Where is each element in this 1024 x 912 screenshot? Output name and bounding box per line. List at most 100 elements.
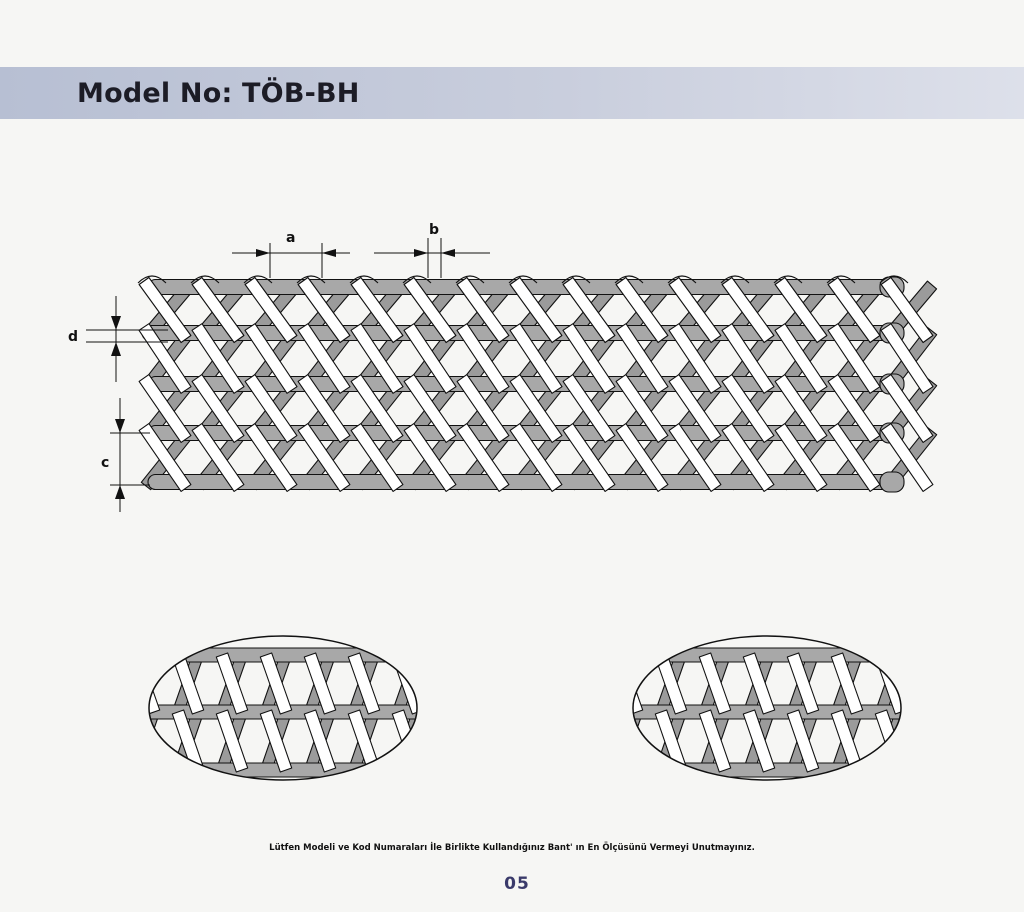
wire-strip — [215, 709, 249, 773]
wire-strip — [297, 423, 351, 492]
wire-strip — [403, 423, 457, 492]
wire-strip — [297, 374, 351, 443]
top-loop — [614, 275, 644, 284]
wire-strip — [568, 653, 598, 714]
wire-strip — [303, 652, 337, 715]
wire-strip — [509, 276, 563, 344]
wire-strip — [668, 323, 722, 394]
wire-strip — [259, 652, 293, 715]
detail-right-outline — [632, 635, 902, 781]
dimension-a: a — [232, 230, 350, 278]
wire-strip — [774, 276, 828, 344]
wire-strip — [84, 710, 115, 772]
wire-strip — [919, 653, 950, 714]
wire-strip — [509, 323, 563, 394]
top-loop — [773, 275, 803, 284]
wire-strip — [297, 323, 351, 394]
wire-strip — [920, 653, 950, 714]
wire-strip — [191, 374, 245, 443]
detail-right-mesh — [567, 647, 950, 778]
wire-strip — [880, 276, 934, 344]
top-loop — [455, 275, 485, 284]
wire-strip — [509, 423, 563, 492]
wire-strip — [774, 374, 828, 443]
label-d: d — [68, 329, 78, 345]
wire-strip — [721, 323, 775, 394]
top-loop — [879, 275, 909, 284]
top-loop — [190, 275, 220, 284]
wire-strip — [456, 423, 510, 492]
rod-hook — [879, 471, 905, 493]
wire-strip — [85, 653, 115, 714]
wire-strip — [436, 653, 467, 714]
title-band — [0, 67, 1024, 119]
top-loop — [720, 275, 750, 284]
top-loop — [243, 275, 273, 284]
wire-strip — [827, 276, 881, 344]
wire-strip — [149, 652, 161, 715]
wire-strip — [244, 323, 298, 394]
dimension-c: c — [101, 398, 150, 512]
wire-strip — [84, 653, 115, 714]
wire-strip — [774, 323, 828, 394]
wire-strip — [456, 374, 510, 443]
wire-strip — [698, 709, 732, 773]
wire-strip — [456, 276, 510, 344]
wire-strip — [350, 276, 404, 344]
wire-strip — [668, 423, 722, 492]
wire-strip — [437, 710, 467, 772]
wire-strip — [721, 423, 775, 492]
belt-mesh-drawing — [137, 275, 938, 493]
wire-strip — [244, 423, 298, 492]
wire-strip — [456, 323, 510, 394]
wire-strip — [786, 652, 820, 715]
top-loop — [508, 275, 538, 284]
wire-strip — [698, 652, 732, 715]
wire-strip — [880, 323, 934, 394]
wire-strip — [827, 323, 881, 394]
page-title: Model No: TÖB-BH — [77, 78, 360, 109]
wire-strip — [244, 374, 298, 443]
wire-strip — [920, 710, 950, 772]
wire-strip — [742, 709, 776, 773]
wire-strip — [567, 653, 598, 714]
wire-strip — [191, 276, 245, 344]
wire-strip — [303, 709, 337, 773]
wire-strip — [567, 710, 598, 772]
wire-strip — [138, 323, 192, 394]
wire-strip — [721, 374, 775, 443]
wire-strip — [615, 423, 669, 492]
label-b: b — [429, 222, 439, 238]
top-loop — [826, 275, 856, 284]
wire-strip — [562, 323, 616, 394]
top-loop — [402, 275, 432, 284]
wire-strip — [786, 709, 820, 773]
wire-strip — [350, 374, 404, 443]
wire-strip — [297, 276, 351, 344]
top-loop — [561, 275, 591, 284]
wire-strip — [85, 710, 115, 772]
wire-strip — [350, 423, 404, 492]
wire-strip — [774, 423, 828, 492]
wire-strip — [880, 423, 934, 492]
wire-strip — [191, 323, 245, 394]
wire-strip — [437, 653, 467, 714]
wire-strip — [562, 374, 616, 443]
wire-strip — [615, 374, 669, 443]
detail-left-mesh — [84, 647, 467, 778]
top-loop — [667, 275, 697, 284]
dimension-b: b — [374, 222, 490, 278]
wire-strip — [138, 374, 192, 443]
wire-strip — [615, 323, 669, 394]
detail-left-outline — [148, 635, 418, 781]
wire-strip — [350, 323, 404, 394]
wire-strip — [919, 710, 950, 772]
wire-strip — [742, 652, 776, 715]
wire-strip — [347, 652, 381, 715]
wire-strip — [827, 374, 881, 443]
wire-strip — [403, 374, 457, 443]
footer-note: Lütfen Modeli ve Kod Numaraları İle Birl… — [269, 843, 755, 853]
top-loop — [137, 275, 167, 284]
wire-strip — [668, 374, 722, 443]
